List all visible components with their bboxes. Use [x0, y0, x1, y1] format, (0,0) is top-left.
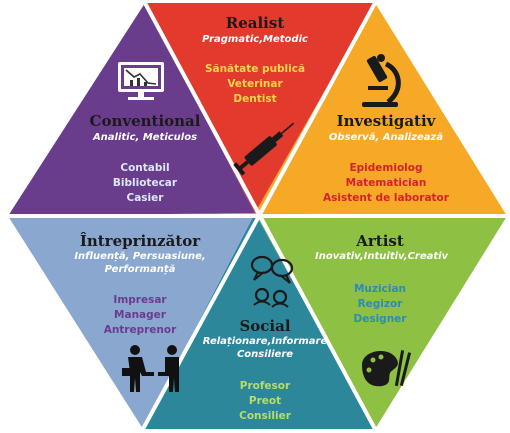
social-subtitle-line-2: Consiliere	[236, 349, 294, 360]
palette-icon	[362, 350, 412, 387]
segment-artist	[255, 213, 507, 429]
investigativ-job: Asistent de laborator	[323, 192, 449, 204]
realist-job: Sănătate publică	[204, 63, 306, 75]
social-job: Profesor	[239, 380, 291, 392]
artist-title: Artist	[356, 232, 404, 250]
artist-job: Regizor	[357, 298, 403, 310]
segment-dividers	[6, 1, 509, 431]
conventional-title: Conventional	[89, 112, 201, 130]
conventional-subtitle: Analitic, Meticulos	[92, 132, 198, 143]
segment-investigativ	[255, 3, 507, 216]
antreprenor-subtitle-line-1: Influență, Persuasiune,	[74, 251, 206, 262]
social-job: Preot	[248, 395, 282, 407]
antreprenor-job: Manager	[114, 309, 166, 321]
conventional-job: Contabil	[120, 162, 170, 174]
realist-title: Realist	[225, 14, 285, 32]
antreprenor-title: Întreprinzător	[79, 232, 201, 250]
segment-antreprenor	[8, 213, 255, 429]
investigativ-subtitle: Observă, Analizează	[328, 132, 444, 143]
microscope-icon	[362, 54, 401, 107]
social-subtitle-line-1: Relaționare,Informare	[202, 336, 328, 347]
artist-job: Designer	[353, 313, 407, 325]
artist-subtitle: Inovativ,Intuitiv,Creativ	[315, 251, 449, 262]
antreprenor-job: Antreprenor	[103, 324, 177, 336]
investigativ-job: Matematician	[345, 177, 427, 189]
antreprenor-job: Impresar	[113, 294, 167, 306]
segment-social	[143, 213, 375, 429]
social-title: Social	[239, 317, 291, 335]
antreprenor-subtitle-line-2: Performanță	[104, 264, 176, 275]
segment-conventional	[8, 3, 255, 216]
realist-subtitle: Pragmatic,Metodic	[202, 34, 308, 45]
segment-realist	[145, 3, 375, 213]
speech-bubbles-icon	[250, 255, 294, 308]
investigativ-job: Epidemiolog	[349, 162, 423, 174]
monitor-chart-icon	[118, 62, 164, 100]
handshake-icon	[122, 345, 179, 392]
conventional-job: Casier	[126, 192, 164, 204]
artist-job: Muzician	[353, 283, 407, 295]
investigativ-title: Investigativ	[336, 112, 436, 130]
syringe-icon	[233, 122, 295, 176]
social-job: Consilier	[239, 410, 291, 422]
realist-job: Veterinar	[227, 78, 283, 90]
realist-job: Dentist	[233, 93, 277, 105]
conventional-job: Bibliotecar	[112, 177, 178, 189]
